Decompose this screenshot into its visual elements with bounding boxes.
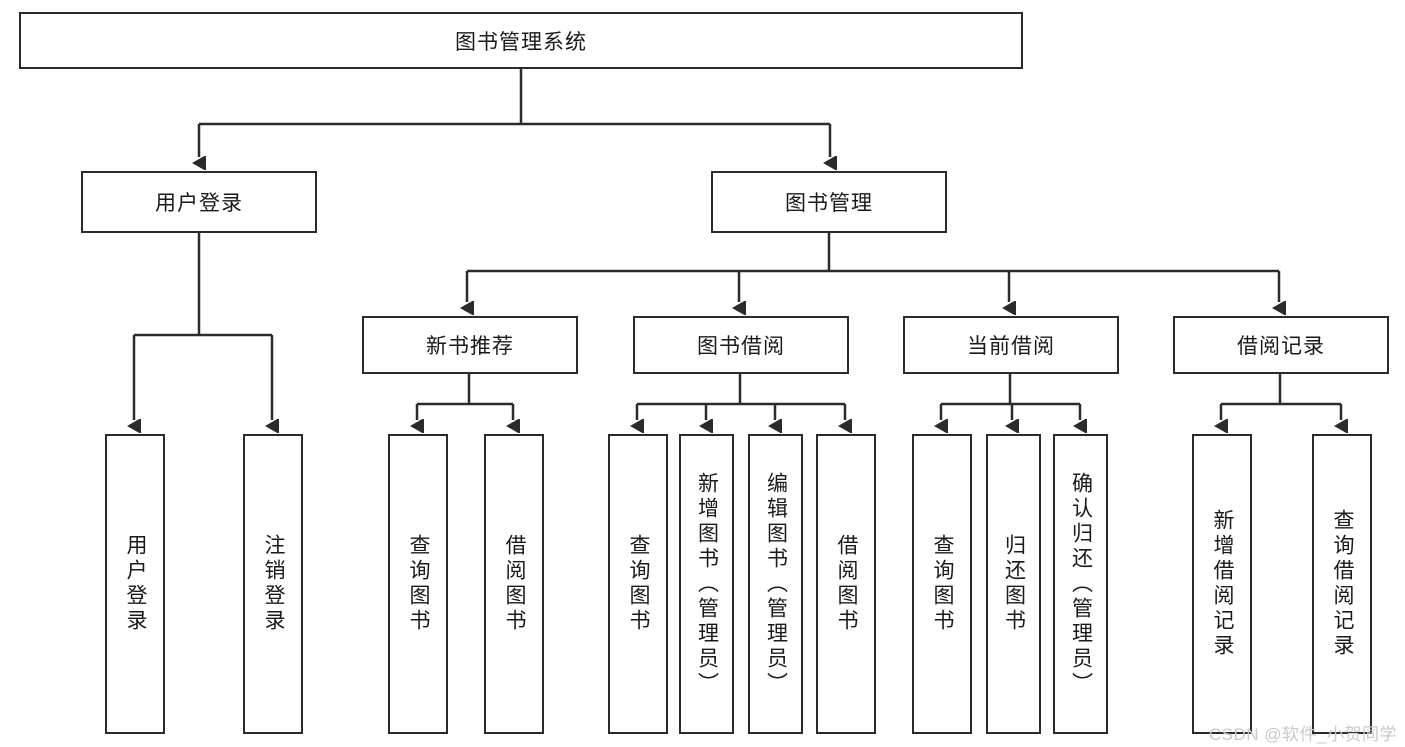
leaf-add-borrow-record-label: 新增借阅记录: [1211, 509, 1235, 659]
csdn-watermark: CSDN @软件_小贺同学: [1208, 725, 1397, 744]
node-current-borrow[interactable]: 当前借阅: [903, 316, 1119, 374]
node-user-login[interactable]: 用户登录: [81, 171, 317, 233]
leaf-borrow-book-label: 借阅图书: [835, 534, 859, 634]
node-book-borrow[interactable]: 图书借阅: [633, 316, 849, 374]
leaf-user-login[interactable]: 用户登录: [105, 434, 165, 734]
node-new-book-recommend-label: 新书推荐: [426, 335, 514, 358]
node-current-borrow-label: 当前借阅: [967, 335, 1055, 358]
leaf-user-login-label: 用户登录: [124, 534, 148, 634]
node-book-management[interactable]: 图书管理: [711, 171, 947, 233]
node-borrow-record[interactable]: 借阅记录: [1173, 316, 1389, 374]
leaf-query-book-new[interactable]: 查询图书: [388, 434, 448, 734]
leaf-user-logout-label: 注销登录: [262, 534, 286, 634]
leaf-add-borrow-record[interactable]: 新增借阅记录: [1192, 434, 1252, 734]
leaf-query-book-current[interactable]: 查询图书: [912, 434, 972, 734]
leaf-return-book[interactable]: 归还图书: [986, 434, 1041, 734]
leaf-user-logout[interactable]: 注销登录: [243, 434, 303, 734]
node-root[interactable]: 图书管理系统: [19, 12, 1023, 69]
leaf-query-borrow-record[interactable]: 查询借阅记录: [1312, 434, 1372, 734]
node-user-login-label: 用户登录: [155, 192, 243, 215]
leaf-edit-book-admin[interactable]: 编辑图书（管理员）: [748, 434, 803, 734]
leaf-query-book-borrow[interactable]: 查询图书: [608, 434, 668, 734]
node-root-label: 图书管理系统: [455, 30, 587, 54]
leaf-edit-book-admin-label: 编辑图书（管理员）: [764, 471, 788, 697]
leaf-confirm-return-admin[interactable]: 确认归还（管理员）: [1053, 434, 1108, 734]
node-borrow-record-label: 借阅记录: [1237, 335, 1325, 358]
leaf-add-book-admin[interactable]: 新增图书（管理员）: [679, 434, 734, 734]
leaf-borrow-book[interactable]: 借阅图书: [816, 434, 876, 734]
node-new-book-recommend[interactable]: 新书推荐: [362, 316, 578, 374]
leaf-query-book-current-label: 查询图书: [931, 534, 955, 634]
leaf-query-book-borrow-label: 查询图书: [627, 534, 651, 634]
node-book-management-label: 图书管理: [785, 192, 873, 215]
leaf-borrow-book-new[interactable]: 借阅图书: [484, 434, 544, 734]
leaf-return-book-label: 归还图书: [1002, 534, 1026, 634]
node-book-borrow-label: 图书借阅: [697, 335, 785, 358]
leaf-confirm-return-admin-label: 确认归还（管理员）: [1069, 471, 1093, 697]
leaf-query-book-new-label: 查询图书: [407, 534, 431, 634]
leaf-query-borrow-record-label: 查询借阅记录: [1331, 509, 1355, 659]
leaf-borrow-book-new-label: 借阅图书: [503, 534, 527, 634]
leaf-add-book-admin-label: 新增图书（管理员）: [695, 471, 719, 697]
